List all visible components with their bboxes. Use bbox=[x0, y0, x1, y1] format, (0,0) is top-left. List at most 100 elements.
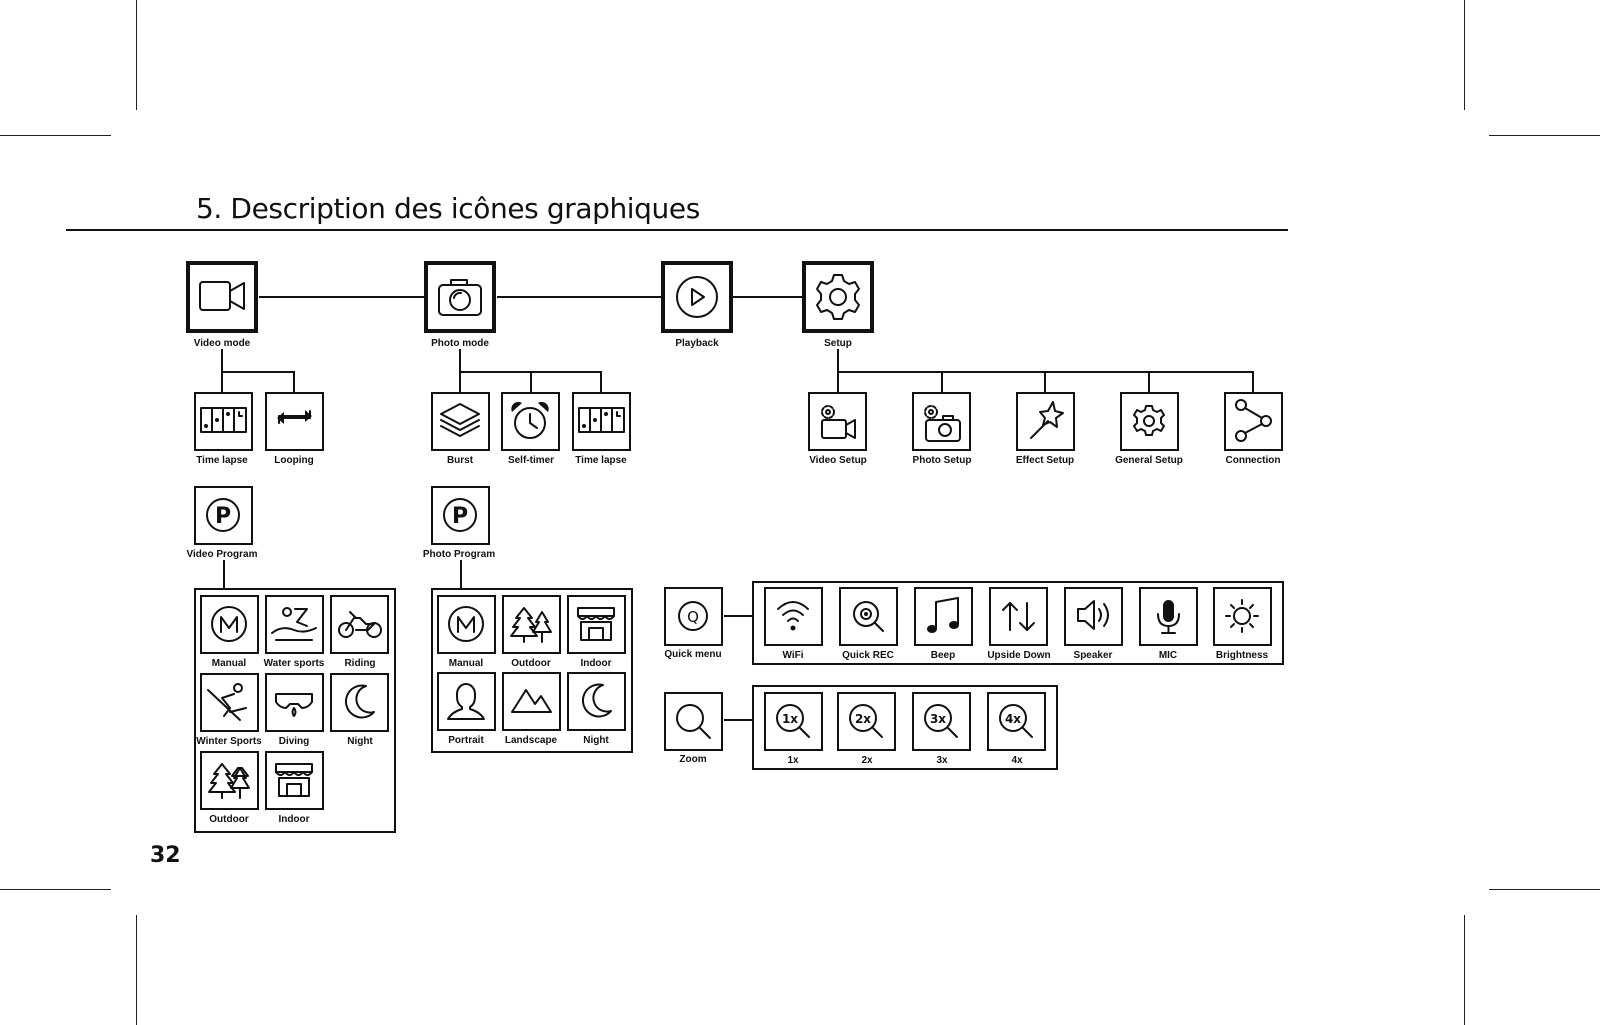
svg-text:Q: Q bbox=[687, 608, 699, 626]
video-setup-label: Video Setup bbox=[809, 455, 867, 466]
pp-outdoor-label: Outdoor bbox=[511, 658, 551, 669]
zoom-3x-icon: 3x bbox=[924, 704, 958, 738]
title-rule bbox=[66, 229, 1288, 231]
gear-icon bbox=[1133, 405, 1165, 436]
qm-quick-rec-label: Quick REC bbox=[842, 650, 894, 661]
diving-mask-icon bbox=[275, 693, 313, 717]
skiing-icon bbox=[207, 683, 247, 721]
manual-m-icon bbox=[211, 606, 247, 642]
self-timer-label: Self-timer bbox=[508, 455, 554, 466]
qm-upside-down-label: Upside Down bbox=[987, 650, 1050, 661]
up-down-arrows-icon bbox=[1002, 602, 1035, 631]
qm-wifi: WiFi bbox=[764, 587, 823, 661]
svg-text:P: P bbox=[452, 504, 468, 529]
crop-mark bbox=[136, 915, 137, 1025]
zoom-3x-label: 3x bbox=[936, 755, 948, 766]
qm-upside-down: Upside Down bbox=[987, 587, 1051, 661]
page-number: 32 bbox=[150, 843, 181, 868]
video-time-lapse-label: Time lapse bbox=[196, 455, 248, 466]
crop-mark bbox=[1464, 0, 1465, 110]
vp-manual: Manual bbox=[200, 595, 259, 669]
zoom-4x: 4x 4x bbox=[987, 692, 1046, 766]
pp-night: Night bbox=[567, 672, 626, 746]
vp-diving-label: Diving bbox=[279, 736, 310, 747]
pp-indoor: Indoor bbox=[567, 595, 626, 669]
zoom-4x-icon: 4x bbox=[999, 704, 1033, 738]
photo-program-label: Photo Program bbox=[423, 549, 495, 560]
portrait-person-icon bbox=[447, 683, 485, 720]
zoom-4x-label: 4x bbox=[1011, 755, 1023, 766]
trees-icon bbox=[208, 763, 250, 799]
vp-winter-sports-label: Winter Sports bbox=[196, 736, 262, 747]
pp-portrait: Portrait bbox=[437, 672, 496, 746]
crop-mark bbox=[1489, 135, 1600, 136]
storefront-icon bbox=[275, 763, 313, 797]
playback-mode: Playback bbox=[661, 261, 733, 349]
zoom-label: Zoom bbox=[679, 754, 706, 765]
crop-mark bbox=[0, 889, 111, 890]
wifi-icon bbox=[777, 601, 809, 631]
zoom-2x-icon: 2x bbox=[849, 704, 883, 738]
microphone-icon bbox=[1157, 600, 1180, 634]
time-lapse-icon bbox=[200, 407, 247, 433]
video-program-frame bbox=[194, 588, 396, 833]
svg-text:1x: 1x bbox=[782, 712, 798, 726]
playback-label: Playback bbox=[675, 338, 719, 349]
vp-water-sports-label: Water sports bbox=[264, 658, 325, 669]
video-camera-icon bbox=[199, 281, 245, 311]
video-mode: Video mode bbox=[186, 261, 258, 349]
zoom-2x: 2x 2x bbox=[837, 692, 896, 766]
qm-quick-rec: Quick REC bbox=[839, 587, 898, 661]
crop-mark bbox=[136, 0, 137, 110]
vp-night-label: Night bbox=[347, 736, 373, 747]
video-setup: Video Setup bbox=[808, 392, 867, 466]
program-p-icon: P bbox=[206, 498, 240, 532]
time-lapse-icon bbox=[578, 407, 625, 433]
photo-mode-label: Photo mode bbox=[431, 338, 489, 349]
photo-time-lapse: Time lapse bbox=[572, 392, 631, 466]
svg-text:3x: 3x bbox=[930, 712, 946, 726]
general-setup-label: General Setup bbox=[1115, 455, 1183, 466]
pp-landscape-label: Landscape bbox=[505, 735, 558, 746]
zoom-1x: 1x 1x bbox=[764, 692, 823, 766]
crop-mark bbox=[0, 135, 111, 136]
video-program: P Video Program bbox=[187, 486, 258, 560]
qm-speaker: Speaker bbox=[1064, 587, 1123, 661]
moon-icon bbox=[344, 684, 375, 719]
looping-label: Looping bbox=[274, 455, 313, 466]
qm-mic-label: MIC bbox=[1159, 650, 1177, 661]
quick-menu-label: Quick menu bbox=[664, 649, 721, 660]
vp-outdoor-label: Outdoor bbox=[209, 814, 249, 825]
crop-mark bbox=[1464, 915, 1465, 1025]
alarm-clock-icon bbox=[511, 401, 549, 439]
qm-speaker-label: Speaker bbox=[1074, 650, 1113, 661]
crop-mark bbox=[1489, 889, 1600, 890]
setup-label: Setup bbox=[824, 338, 852, 349]
pp-night-label: Night bbox=[583, 735, 609, 746]
vp-riding: Riding bbox=[330, 595, 389, 669]
quick-menu-q-icon: Q bbox=[678, 601, 708, 631]
vp-outdoor: Outdoor bbox=[200, 751, 259, 825]
vp-manual-label: Manual bbox=[212, 658, 247, 669]
svg-text:2x: 2x bbox=[855, 712, 871, 726]
manual-m-icon bbox=[448, 606, 484, 642]
storefront-icon bbox=[577, 607, 615, 641]
magnifier-icon bbox=[676, 704, 711, 739]
vp-winter-sports: Winter Sports bbox=[196, 673, 262, 747]
trees-icon bbox=[510, 607, 552, 643]
zoom: Zoom bbox=[664, 692, 723, 765]
general-setup: General Setup bbox=[1115, 392, 1183, 466]
motorcycle-icon bbox=[338, 611, 382, 638]
zoom-2x-label: 2x bbox=[861, 755, 873, 766]
connection-label: Connection bbox=[1226, 455, 1281, 466]
water-sports-icon bbox=[271, 607, 317, 641]
quick-menu-frame bbox=[752, 581, 1284, 665]
video-program-label: Video Program bbox=[187, 549, 258, 560]
moon-icon bbox=[581, 683, 612, 718]
pp-portrait-label: Portrait bbox=[448, 735, 484, 746]
zoom-3x: 3x 3x bbox=[912, 692, 971, 766]
photo-setup-label: Photo Setup bbox=[913, 455, 972, 466]
speaker-icon bbox=[1077, 600, 1109, 630]
photo-self-timer: Self-timer bbox=[501, 392, 560, 466]
